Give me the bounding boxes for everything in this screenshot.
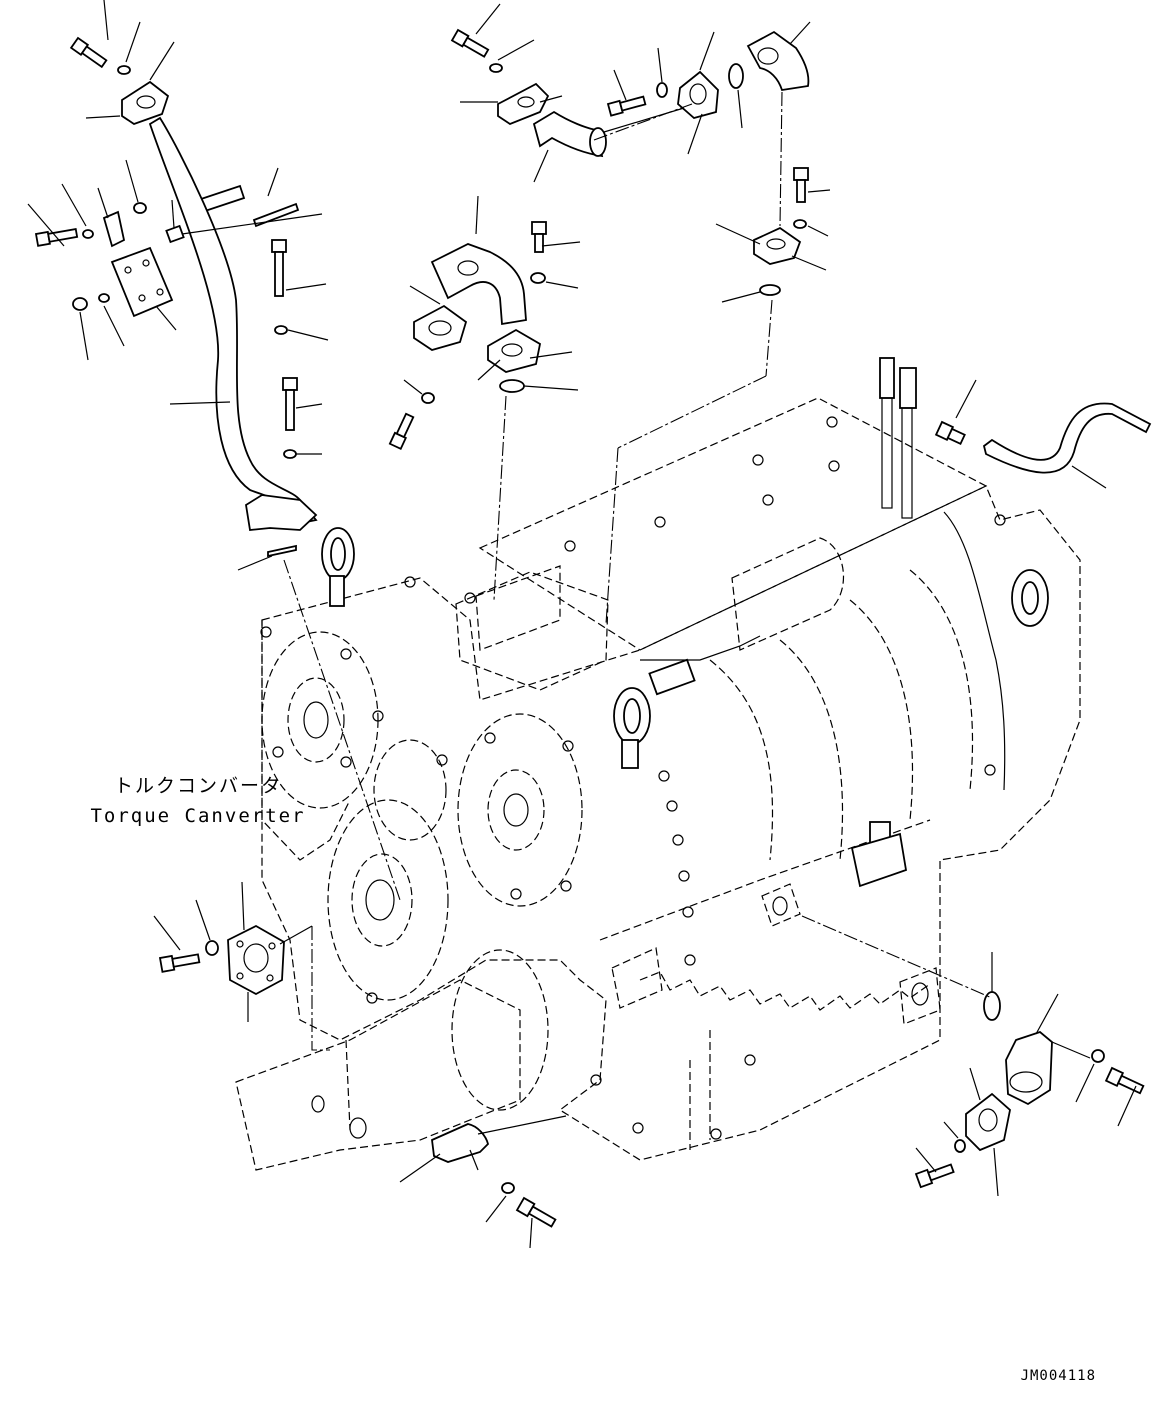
nut-icon — [133, 202, 147, 214]
leader-lines — [399, 1115, 567, 1249]
eye-bolt-icon — [1011, 569, 1049, 627]
port-plate — [761, 883, 801, 927]
flange-icon — [431, 1123, 489, 1163]
elbow-pipe-icon — [532, 110, 604, 158]
housing-outline — [261, 485, 1081, 1161]
washer-icon — [283, 449, 297, 459]
flange-icon — [227, 924, 285, 996]
pump-block — [235, 979, 521, 1171]
flange-icon — [487, 328, 542, 373]
lower-center-flange-assembly — [399, 1115, 567, 1249]
washer-icon — [489, 63, 503, 73]
nut-icon — [165, 224, 185, 244]
bolt-icon — [69, 36, 108, 69]
nut-icon — [72, 297, 88, 311]
center-pipe-assembly — [283, 3, 831, 901]
housing-rib — [779, 639, 844, 861]
washer-icon — [501, 1182, 515, 1194]
bolt-icon — [158, 953, 201, 973]
elbow-pipe-icon — [746, 30, 810, 92]
bolt-icon — [1104, 1066, 1145, 1095]
bolt-icon — [515, 1196, 557, 1228]
leader-lines — [955, 379, 1107, 489]
washer-icon — [954, 1139, 966, 1153]
label-english: Torque Canverter — [90, 805, 305, 827]
bolt-icon — [450, 28, 490, 58]
bolt-icon — [388, 412, 415, 451]
wire-harness — [943, 511, 1006, 791]
flange-icon — [589, 127, 607, 157]
flange-icon — [497, 82, 550, 126]
bolt-icon — [914, 1163, 955, 1189]
washer-icon — [82, 229, 94, 239]
flange-icon — [965, 1092, 1011, 1152]
lower-right-flange-assembly — [801, 915, 1145, 1197]
o-ring-icon — [499, 379, 525, 393]
bearing-housing — [457, 713, 583, 907]
elbow-pipe-icon — [430, 243, 527, 326]
o-ring-icon — [983, 991, 1001, 1021]
bolt-icon — [282, 377, 298, 431]
leader-lines — [153, 881, 313, 1022]
washer-icon — [98, 293, 110, 303]
converter-face — [261, 631, 379, 809]
washer-icon — [205, 940, 219, 956]
washer-icon — [530, 272, 546, 284]
fitting-icon — [934, 420, 966, 446]
oil-tube — [148, 116, 318, 523]
port-plate — [899, 967, 941, 1025]
control-valve-block — [455, 571, 609, 691]
eye-bolt-icon — [613, 687, 651, 769]
top-cover-plate — [478, 397, 988, 651]
lower-left-flange-assembly — [153, 881, 330, 1051]
housing-dome — [373, 739, 447, 841]
label-japanese: トルクコンバータ — [114, 775, 282, 797]
washer-icon — [117, 65, 131, 75]
housing-bolts — [260, 416, 1006, 1140]
o-ring-icon — [728, 63, 744, 89]
left-tube-assembly — [27, 0, 329, 571]
washer-icon — [793, 219, 807, 229]
pulley-disc — [327, 799, 449, 1001]
washer-icon — [1091, 1049, 1105, 1063]
washer-icon — [421, 392, 435, 404]
valve-fitting-icon — [850, 821, 908, 888]
wire-harness — [640, 635, 761, 661]
eye-bolt-icon — [321, 527, 355, 607]
hose-icon — [982, 402, 1152, 474]
flange-icon — [753, 226, 802, 265]
bolt-icon — [34, 227, 79, 247]
housing-lower-edge — [639, 971, 931, 1011]
bolt-icon — [271, 239, 287, 297]
pump-disc — [451, 949, 549, 1111]
port-plate — [611, 947, 663, 1009]
leader-lines — [915, 952, 1137, 1197]
hose-assembly — [934, 379, 1152, 489]
tube-end-block — [245, 494, 318, 531]
bolt-icon — [531, 221, 547, 253]
leader-lines — [27, 0, 329, 571]
housing-rib — [909, 569, 974, 791]
connector-icon — [648, 658, 696, 696]
bracket-plate-icon — [102, 210, 174, 318]
flange-icon — [121, 80, 170, 125]
transmission-housing — [235, 357, 1081, 1171]
alignment-lines — [283, 91, 783, 901]
filter-canister — [731, 537, 844, 651]
housing-rib — [849, 599, 914, 821]
gasket-icon — [267, 544, 297, 558]
drawing-number: JM004118 — [1021, 1368, 1096, 1384]
bolt-icon — [793, 167, 809, 203]
o-ring-icon — [759, 284, 781, 296]
washer-icon — [656, 82, 668, 98]
housing-rib — [709, 659, 774, 861]
elbow-flange-icon — [1005, 1030, 1053, 1106]
flange-icon — [677, 70, 719, 119]
flange-icon — [413, 304, 468, 351]
bolt-icon — [606, 95, 647, 117]
washer-icon — [274, 325, 288, 335]
solenoid-icon — [879, 357, 917, 519]
